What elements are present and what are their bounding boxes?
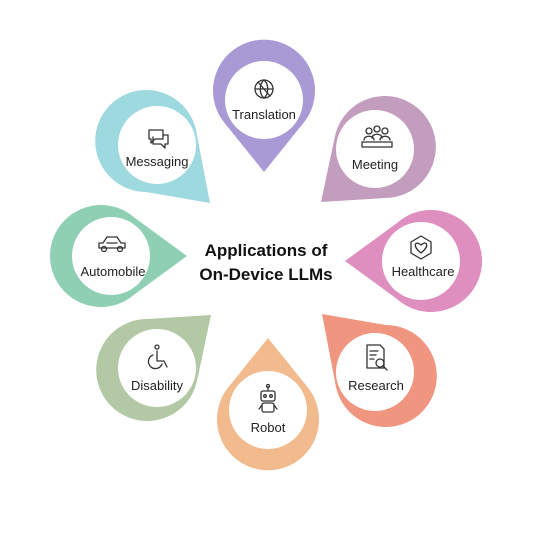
node-healthcare-label: Healthcare <box>392 264 455 279</box>
car-icon <box>98 236 126 253</box>
node-meeting-label: Meeting <box>352 157 398 172</box>
node-automobile-label: Automobile <box>80 264 145 279</box>
node-messaging-label: Messaging <box>126 154 189 169</box>
diagram-title-line-1: Applications of <box>205 241 328 260</box>
node-disability-label: Disability <box>131 378 184 393</box>
node-robot: Robot <box>216 338 319 471</box>
node-messaging: Messaging <box>95 90 210 203</box>
document-search-icon <box>366 344 388 371</box>
node-automobile: Automobile <box>49 204 188 307</box>
node-research: Research <box>322 314 437 427</box>
people-meeting-icon <box>361 125 393 148</box>
diagram-title-line-2: On-Device LLMs <box>199 265 332 284</box>
node-robot-label: Robot <box>251 420 286 435</box>
node-translation: Translation <box>213 39 315 172</box>
chat-bubbles-icon <box>148 129 169 149</box>
globe-translate-icon <box>254 79 274 99</box>
node-research-label: Research <box>348 378 404 393</box>
wheelchair-icon <box>147 344 168 370</box>
robot-icon <box>258 383 278 413</box>
node-translation-label: Translation <box>232 107 296 122</box>
node-meeting: Meeting <box>321 96 436 202</box>
node-disability: Disability <box>96 315 211 421</box>
heart-hand-icon <box>410 235 432 260</box>
node-healthcare: Healthcare <box>345 210 483 312</box>
